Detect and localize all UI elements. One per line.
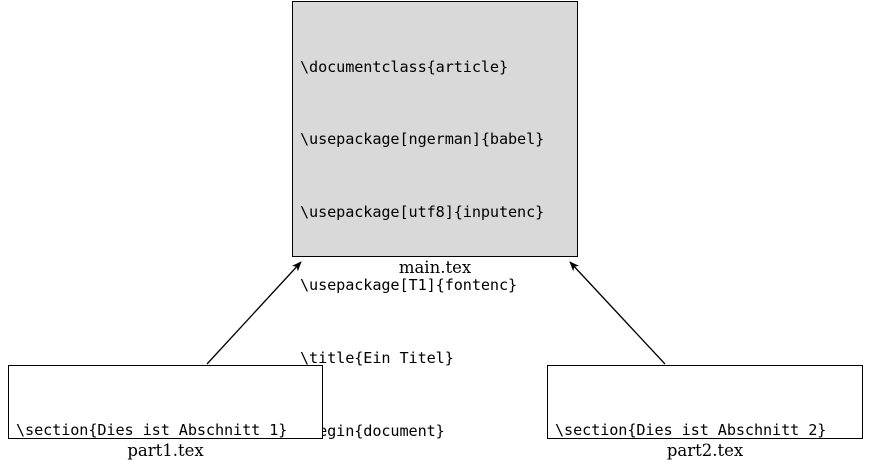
code-line: \begin{document} (300, 422, 445, 441)
code-line: \usepackage[ngerman]{babel} (300, 130, 545, 149)
part2-tex-caption: part2.tex (666, 441, 744, 460)
main-tex-box: \documentclass{article} \usepackage[nger… (292, 1, 578, 440)
code-line: \documentclass{article} (300, 57, 509, 76)
arrow-part1-to-main (206, 261, 302, 365)
part2-tex-box: \section{Dies ist Abschnitt 2} Hier ein … (547, 365, 863, 439)
part1-tex-box: \section{Dies ist Abschnitt 1} Hier ein … (8, 365, 323, 439)
code-line: \usepackage[utf8]{inputenc} (300, 203, 545, 222)
code-line: \title{Ein Titel} (300, 349, 454, 368)
part1-tex-caption: part1.tex (127, 441, 204, 460)
code-line: \section{Dies ist Abschnitt 1} (16, 420, 288, 439)
code-line: \section{Dies ist Abschnitt 2} (555, 420, 827, 439)
code-line: \usepackage[T1]{fontenc} (300, 276, 518, 295)
main-tex-caption: main.tex (398, 258, 472, 277)
arrow-part2-to-main (569, 261, 666, 365)
